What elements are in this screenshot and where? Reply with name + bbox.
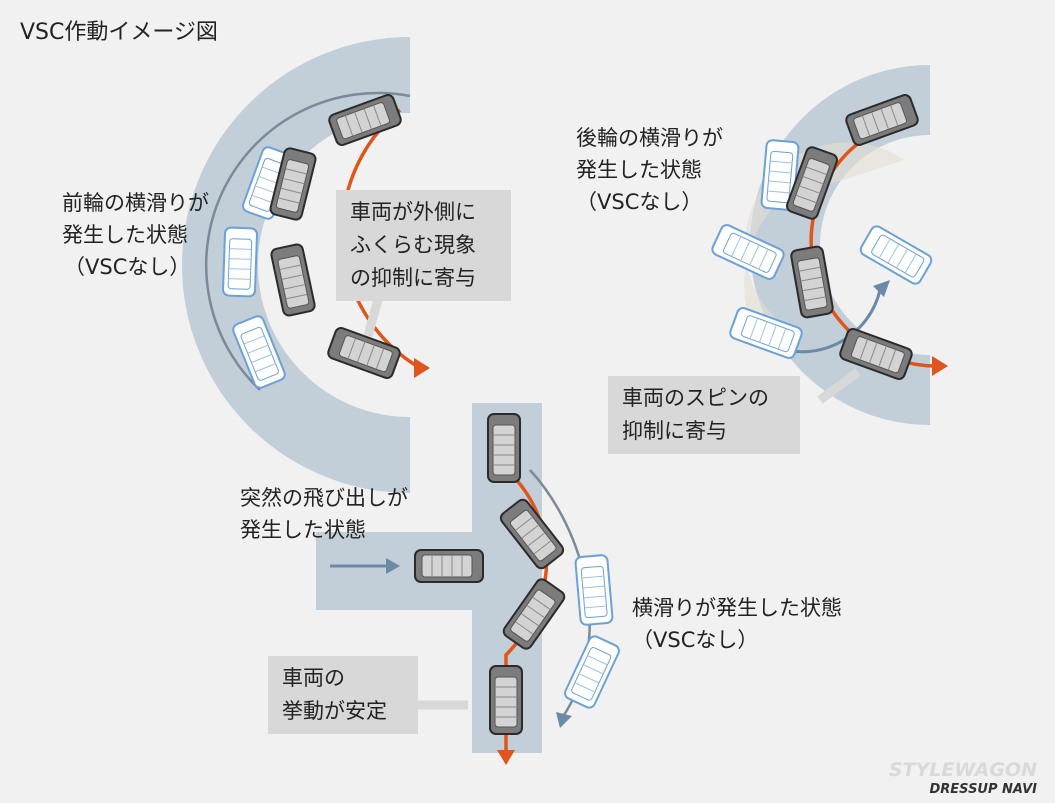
skid-path-line (204, 91, 411, 391)
front-wheel-description: 前輪の横滑りが 発生した状態 （VSCなし） (62, 187, 209, 283)
callout-line: 抑制に寄与 (622, 419, 727, 443)
callout-line: の抑制に寄与 (350, 266, 476, 290)
rear-wheel-panel (709, 65, 948, 425)
skid-car (857, 223, 935, 287)
sudden-callout: 車両の 挙動が安定 (268, 656, 418, 734)
callout-line: 車両が外側に (350, 200, 476, 224)
desc-line: 前輪の横滑りが (62, 191, 209, 215)
desc-line: 発生した状態 (576, 158, 702, 182)
callout-line: 車両の (282, 666, 345, 690)
car (489, 665, 523, 735)
car (269, 242, 317, 318)
path-arrowhead (414, 358, 430, 378)
sudden-skid-description: 横滑りが発生した状態 （VSCなし） (632, 592, 842, 656)
callout-pointer (817, 368, 861, 404)
desc-line: （VSCなし） (632, 628, 759, 652)
desc-line: （VSCなし） (576, 190, 703, 214)
path-arrowhead (932, 356, 948, 376)
desc-line: 発生した状態 (62, 223, 188, 247)
skid-car (221, 226, 259, 298)
car (487, 413, 521, 483)
rear-wheel-description: 後輪の横滑りが 発生した状態 （VSCなし） (576, 122, 723, 218)
desc-line: 横滑りが発生した状態 (632, 596, 842, 620)
desc-line: 突然の飛び出しが (240, 486, 408, 510)
watermark-logo: STYLEWAGON (888, 759, 1037, 781)
sudden-obstacle-panel (316, 403, 622, 765)
callout-line: 車両のスピンの (622, 386, 769, 410)
desc-line: 発生した状態 (240, 518, 366, 542)
approach-arrowhead (386, 558, 400, 574)
skid-car (562, 633, 622, 711)
spin-arrowhead (873, 280, 890, 297)
callout-line: 挙動が安定 (282, 699, 387, 723)
front-wheel-callout: 車両が外側に ふくらむ現象 の抑制に寄与 (336, 190, 511, 301)
page-title: VSC作動イメージ図 (20, 20, 218, 45)
watermark-sub: DRESSUP NAVI (929, 782, 1037, 797)
desc-line: 後輪の横滑りが (576, 126, 723, 150)
skid-arrowhead (556, 712, 572, 728)
callout-line: ふくらむ現象 (350, 233, 476, 257)
sudden-description: 突然の飛び出しが 発生した状態 (240, 482, 408, 546)
desc-line: （VSCなし） (64, 255, 191, 279)
rear-wheel-callout: 車両のスピンの 抑制に寄与 (608, 376, 800, 454)
skid-car (574, 553, 614, 627)
curved-road (182, 37, 411, 493)
obstacle-car (414, 549, 484, 583)
path-arrowhead (497, 750, 515, 765)
